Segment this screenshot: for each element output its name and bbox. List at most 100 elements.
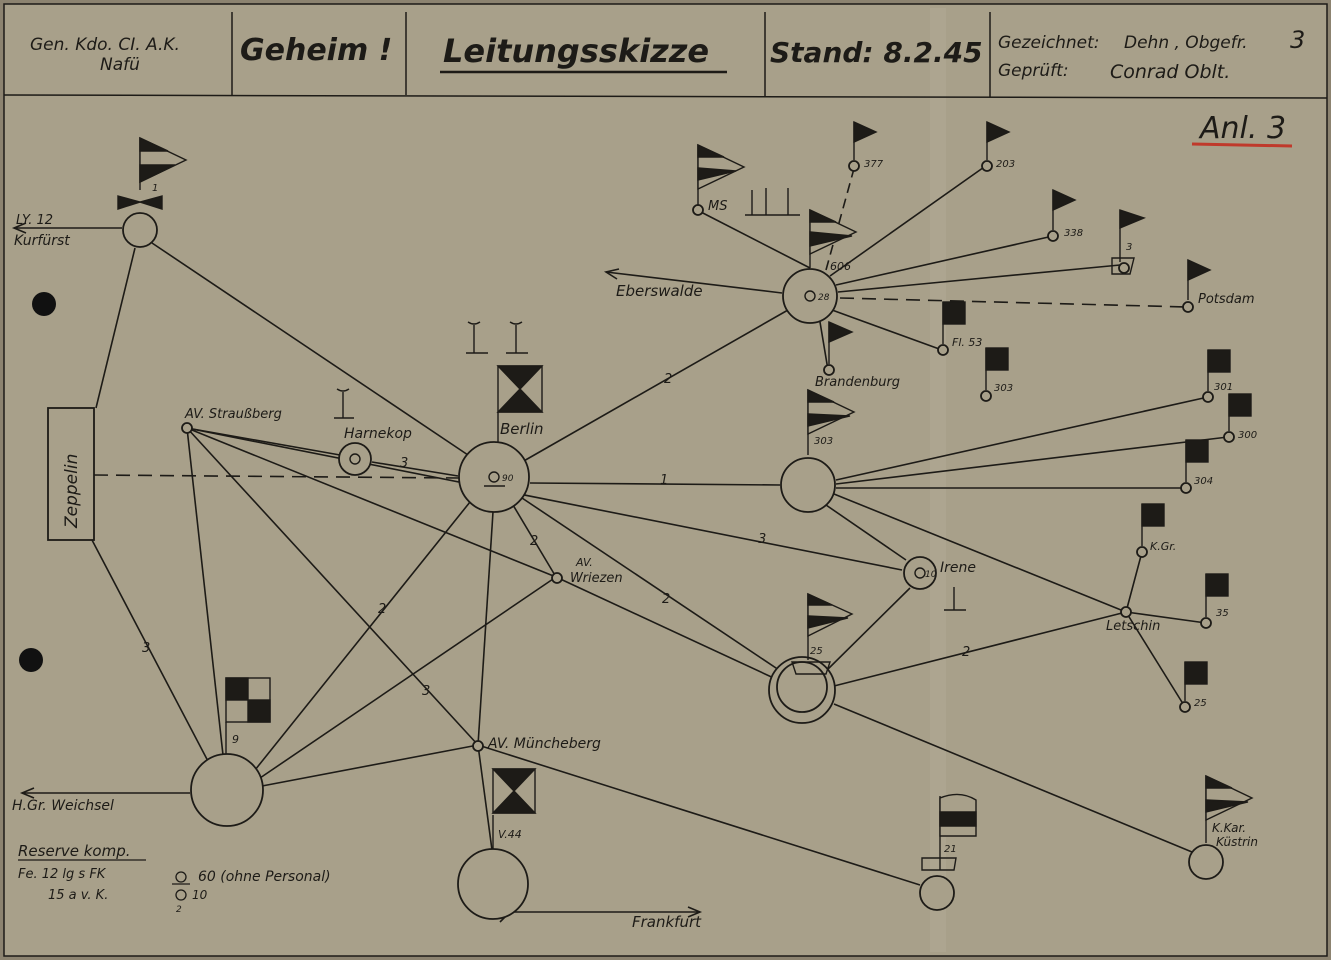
count-zeppelin-9: 3 (142, 641, 150, 656)
node-303a-label: 303 (814, 436, 833, 447)
node-606-label: 606 (830, 260, 851, 273)
checked-signature: Conrad Oblt. (1110, 61, 1230, 83)
letschin-label: Letschin (1106, 619, 1160, 634)
node-v44-circle (457, 848, 529, 920)
node-300-label: 300 (1238, 430, 1257, 441)
irene-circle (903, 556, 937, 590)
flag-symbols (117, 120, 1254, 870)
node-303-circle (780, 457, 836, 513)
harnekop-exchange-icon (349, 453, 361, 465)
harnekop-label: Harnekop (344, 426, 412, 442)
irene-number: 10 (925, 570, 937, 580)
node-potsdam (1182, 301, 1194, 313)
count-berlin-harnekop: 3 (400, 456, 408, 471)
kurfuerst-label: Kurfürst (14, 233, 70, 249)
count-straussberg-muencheberg: 3 (422, 684, 430, 699)
node-606-exchange-icon (804, 290, 816, 302)
unit-sublabel: Nafü (100, 55, 140, 75)
node-303b-label: 303 (994, 383, 1013, 394)
node-304-label: 304 (1194, 476, 1213, 487)
wriezen-node (551, 572, 563, 584)
node-377-label: 377 (864, 159, 884, 170)
ms-label: MS (708, 199, 727, 214)
brandenburg-label: Brandenburg (815, 375, 900, 390)
irene-exchange-icon (914, 567, 926, 579)
antenna-symbols (334, 188, 1135, 871)
wriezen-label-1: AV. (575, 556, 593, 569)
node-9-circle (190, 753, 264, 827)
zeppelin-label: Zeppelin (62, 454, 82, 529)
node-brandenburg (823, 364, 835, 376)
node-25b (1179, 701, 1191, 713)
node-3-label: 3 (1126, 242, 1132, 253)
node-35-label: 35 (1216, 608, 1229, 619)
count-straussberg-irene: 3 (758, 532, 766, 547)
ly12-label: LY. 12 (16, 213, 53, 228)
count-berlin-9: 2 (378, 602, 386, 617)
node-338-label: 338 (1064, 228, 1083, 239)
annex-underline (1191, 142, 1293, 148)
secret-label: Geheim ! (240, 33, 392, 68)
drawn-by: Dehn , Obgefr. (1124, 33, 1248, 53)
node-3-flag (1118, 262, 1130, 274)
muencheberg-label: AV. Müncheberg (487, 736, 601, 752)
berlin-number: 90 (502, 474, 514, 484)
straussberg-node (181, 422, 193, 434)
zeppelin-box (47, 407, 95, 541)
legend-title: Reserve komp. (18, 842, 131, 860)
count-berlin-606: 2 (664, 372, 672, 387)
node-1-circle (122, 212, 158, 248)
node-203-label: 203 (996, 159, 1015, 170)
legend-note-1: 60 (ohne Personal) (198, 869, 331, 885)
node-35 (1200, 617, 1212, 629)
node-338 (1047, 230, 1059, 242)
unit-label: Gen. Kdo. CI. A.K. (30, 35, 180, 55)
node-25b-label: 25 (1194, 698, 1207, 709)
kuestrin-circle (1188, 844, 1224, 880)
node-203 (981, 160, 993, 172)
node-1-label: 1 (152, 183, 158, 194)
legend-line-2: 15 a v. K. (48, 888, 108, 903)
node-377 (848, 160, 860, 172)
berlin-circle (458, 441, 530, 513)
node-303b (980, 390, 992, 402)
hgr-label: H.Gr. Weichsel (12, 798, 114, 814)
node-606-circle (782, 268, 838, 324)
page-number: 3 (1290, 26, 1305, 54)
wriezen-label-2: Wriezen (570, 571, 623, 586)
count-berlin-wriezen: 2 (530, 534, 538, 549)
letschin-node (1120, 606, 1132, 618)
node-301 (1202, 391, 1214, 403)
node-21-label: 21 (944, 844, 957, 855)
kgr-label: K.Gr. (1150, 540, 1176, 553)
fl53-label: Fl. 53 (952, 336, 982, 349)
count-berlin-303: 1 (660, 473, 668, 488)
harnekop-circle (338, 442, 372, 476)
muencheberg-node (472, 740, 484, 752)
page-title: Leitungsskizze (443, 32, 709, 70)
node-ms (692, 204, 704, 216)
header-box (3, 12, 1328, 99)
count-berlin-25: 2 (662, 592, 670, 607)
legend-line-1: Fe. 12 lg s FK (18, 867, 107, 882)
count-letschin-25: 2 (962, 645, 970, 660)
checked-label: Geprüft: (998, 61, 1069, 81)
connection-lines (11, 164, 1229, 923)
potsdam-label: Potsdam (1198, 292, 1255, 307)
drawn-label: Gezeichnet: (998, 33, 1100, 53)
legend-note-2: 10 (192, 888, 208, 902)
node-21-circle (919, 875, 955, 911)
kkar-label-2: Küstrin (1216, 835, 1258, 849)
berlin-exchange-icon (488, 471, 500, 483)
node-300 (1223, 431, 1235, 443)
straussberg-label: AV. Straußberg (184, 407, 282, 422)
node-kgr (1136, 546, 1148, 558)
node-606-number: 28 (818, 293, 830, 303)
punch-hole-top (32, 292, 56, 316)
node-9-label: 9 (232, 733, 239, 746)
annex-mark: Anl. 3 (1198, 111, 1286, 146)
node-301-label: 301 (1214, 382, 1233, 393)
stand-date: Stand: 8.2.45 (770, 36, 983, 69)
punch-hole-bottom (19, 648, 43, 672)
node-25a-label: 25 (810, 646, 823, 657)
